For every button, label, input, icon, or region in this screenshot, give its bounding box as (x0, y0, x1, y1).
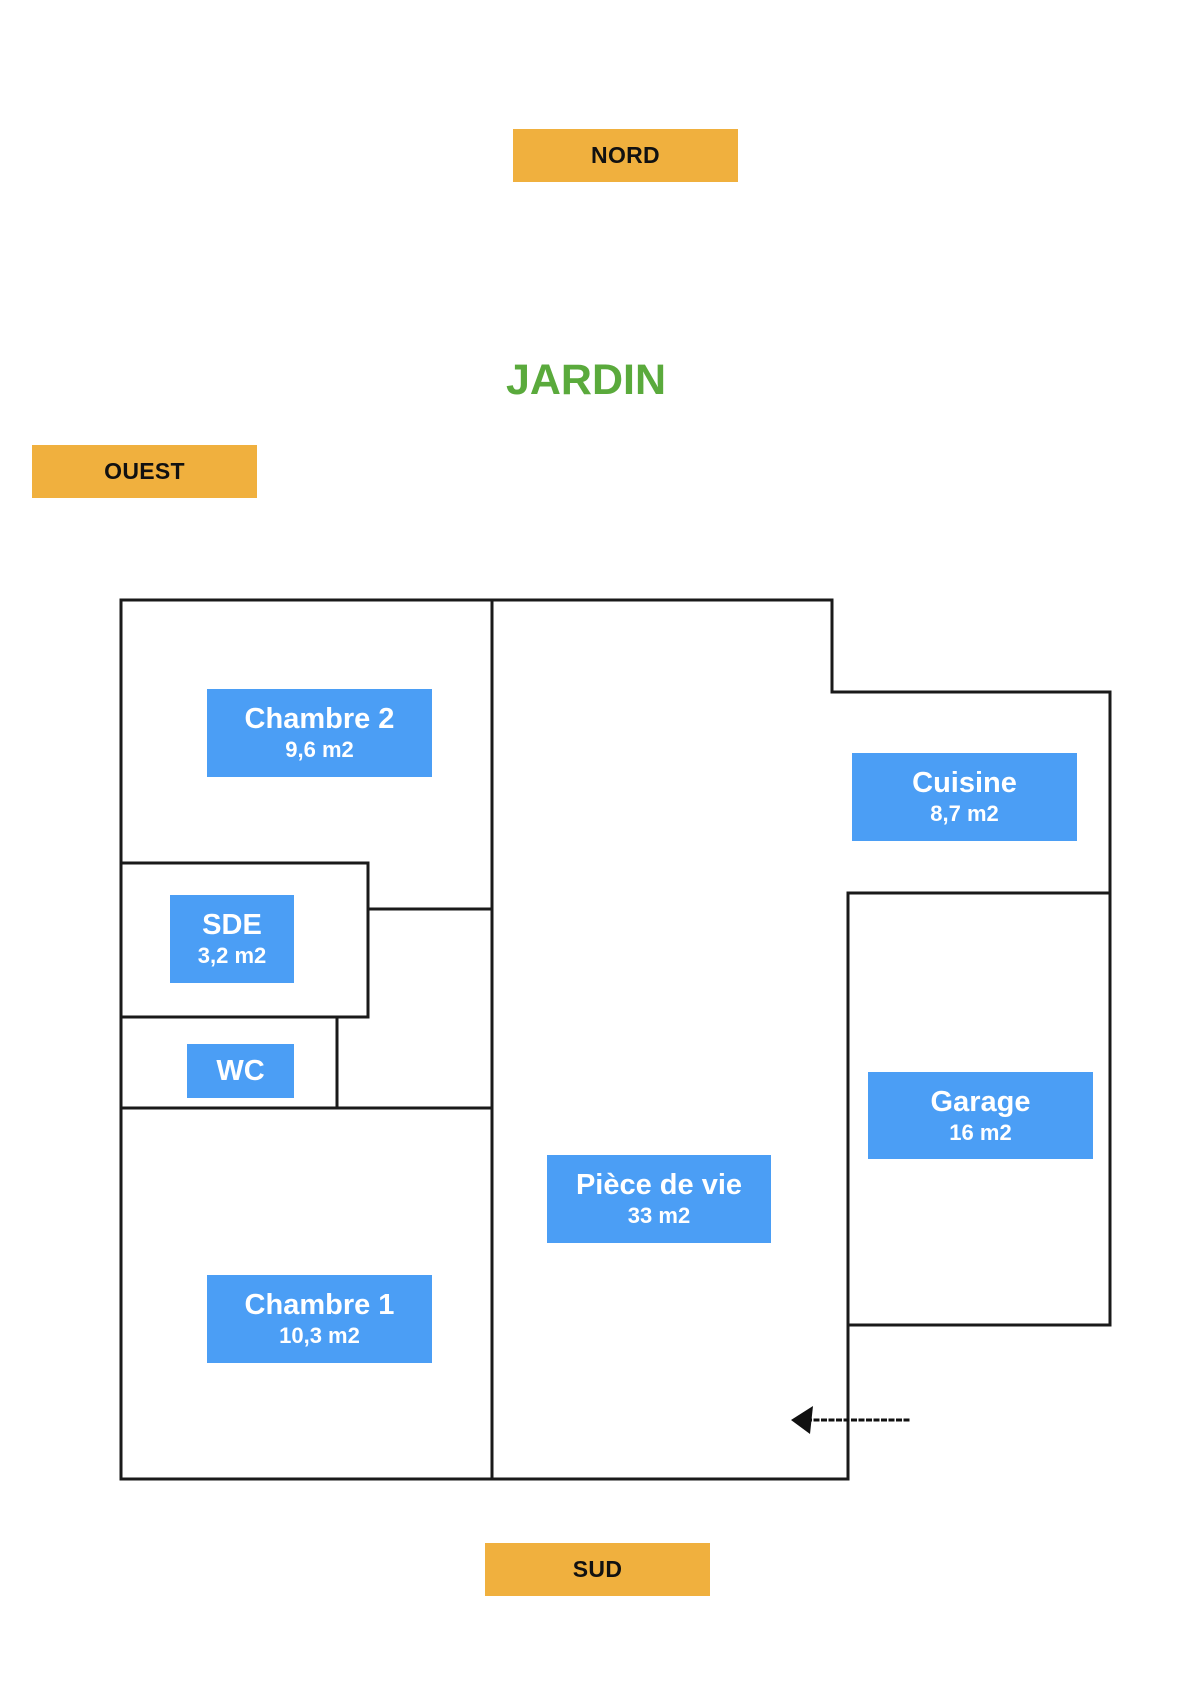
compass-west-label: OUEST (32, 445, 257, 498)
room-name: Chambre 1 (244, 1289, 395, 1321)
room-area: 10,3 m2 (279, 1323, 360, 1348)
arrow-left-icon (791, 1406, 910, 1434)
room-name: WC (216, 1055, 265, 1087)
room-label-piece-de-vie: Pièce de vie 33 m2 (547, 1155, 771, 1243)
entrance-arrow-head (791, 1406, 813, 1434)
room-label-garage: Garage 16 m2 (868, 1072, 1093, 1159)
room-label-cuisine: Cuisine 8,7 m2 (852, 753, 1077, 841)
compass-north-text: NORD (591, 142, 660, 168)
outer-wall (119, 598, 1112, 1481)
room-name: SDE (202, 909, 262, 941)
room-name: Cuisine (912, 767, 1017, 799)
compass-south-text: SUD (572, 1556, 623, 1582)
room-area: 3,2 m2 (197, 943, 267, 968)
room-area: 33 m2 (627, 1203, 691, 1228)
room-name: Chambre 2 (244, 703, 395, 735)
room-label-chambre-2: Chambre 2 9,6 m2 (207, 689, 432, 777)
room-area: 8,7 m2 (930, 801, 999, 826)
compass-north-label: NORD (513, 129, 738, 182)
room-area: 16 m2 (949, 1119, 1012, 1145)
room-label-wc: WC (187, 1044, 294, 1098)
compass-west-text: OUEST (104, 458, 185, 484)
room-area: 9,6 m2 (285, 737, 354, 762)
room-name: Garage (930, 1085, 1031, 1118)
room-name: Pièce de vie (575, 1169, 743, 1201)
wall-sde (119, 861, 370, 1019)
garden-label: JARDIN (505, 356, 667, 404)
room-label-chambre-1: Chambre 1 10,3 m2 (207, 1275, 432, 1363)
compass-south-label: SUD (485, 1543, 710, 1596)
room-label-sde: SDE 3,2 m2 (170, 895, 294, 983)
